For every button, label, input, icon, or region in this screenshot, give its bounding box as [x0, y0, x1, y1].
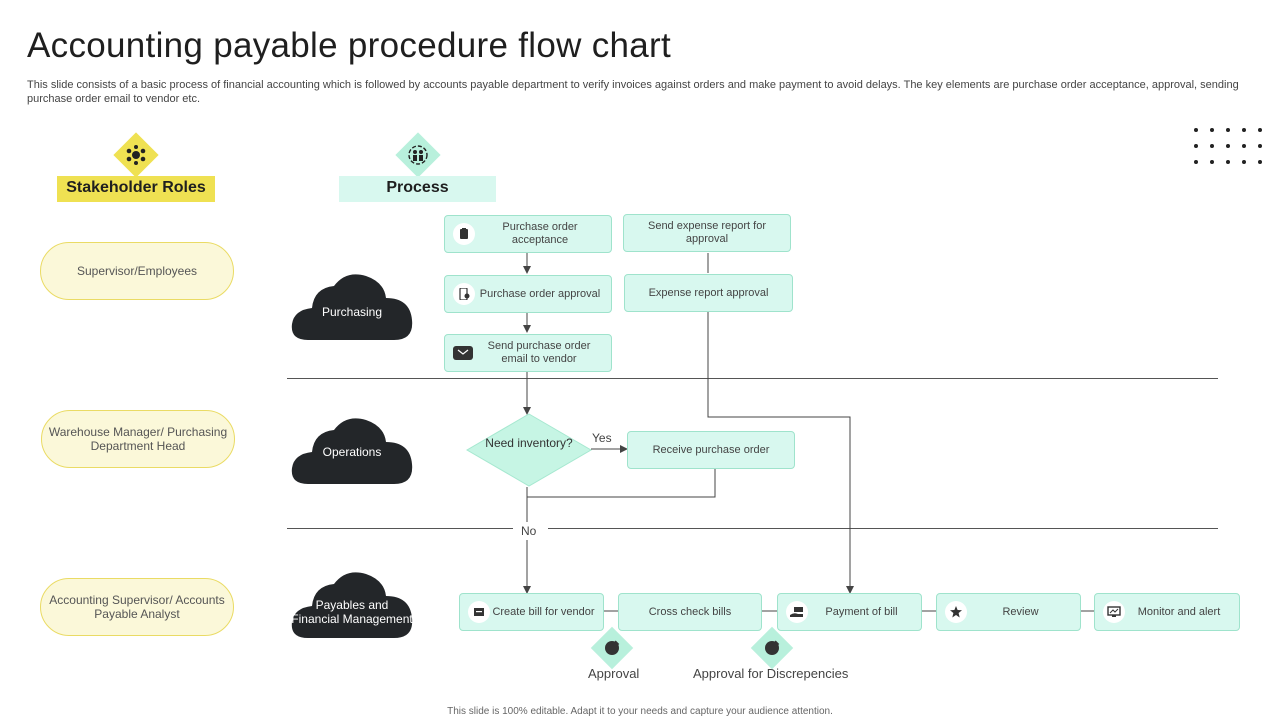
- role-accounting-supervisor: Accounting Supervisor/ Accounts Payable …: [40, 578, 234, 636]
- step-payment: Payment of bill: [777, 593, 922, 631]
- hand-money-icon: [786, 601, 808, 623]
- step-send-expense-report: Send expense report for approval: [623, 214, 791, 252]
- step-expense-approval: Expense report approval: [624, 274, 793, 312]
- step-monitor: Monitor and alert: [1094, 593, 1240, 631]
- lane-divider: [287, 528, 513, 529]
- cloud-operations: Operations: [290, 414, 414, 486]
- decision-label: Need inventory?: [485, 436, 573, 450]
- step-po-acceptance: Purchase order acceptance: [444, 215, 612, 253]
- cloud-purchasing: Purchasing: [290, 270, 414, 342]
- lane-divider: [287, 378, 1218, 379]
- step-cross-check: Cross check bills: [618, 593, 762, 631]
- process-header: Process: [339, 176, 496, 202]
- clipboard-icon: [453, 223, 475, 245]
- page-description: This slide consists of a basic process o…: [27, 79, 1239, 105]
- approval-discrepancies-label: Approval for Discrepencies: [693, 666, 849, 681]
- role-supervisor: Supervisor/Employees: [40, 242, 234, 300]
- branch-yes: Yes: [592, 431, 612, 445]
- step-send-po-email: Send purchase order email to vendor: [444, 334, 612, 372]
- monitor-icon: [1103, 601, 1125, 623]
- page-title: Accounting payable procedure flow chart: [27, 26, 672, 65]
- bill-icon: [468, 601, 490, 623]
- footer-note: This slide is 100% editable. Adapt it to…: [447, 706, 833, 717]
- decorative-dots: [1194, 128, 1264, 170]
- role-warehouse-manager: Warehouse Manager/ Purchasing Department…: [41, 410, 235, 468]
- cloud-payables: Payables and Financial Management: [290, 568, 414, 640]
- stamp-icon: [750, 626, 794, 670]
- step-po-approval: Purchase order approval: [444, 275, 612, 313]
- branch-no: No: [521, 524, 537, 538]
- email-icon: [453, 346, 473, 360]
- stakeholder-roles-header: Stakeholder Roles: [57, 176, 215, 202]
- people-cycle-icon: [395, 132, 441, 178]
- step-review: Review: [936, 593, 1081, 631]
- star-rating-icon: [945, 601, 967, 623]
- lane-divider: [548, 528, 1218, 529]
- phone-check-icon: [453, 283, 475, 305]
- team-icon: [113, 132, 159, 178]
- approval-label: Approval: [588, 666, 640, 681]
- step-create-bill: Create bill for vendor: [459, 593, 604, 631]
- stamp-icon: [590, 626, 634, 670]
- decision-need-inventory: [466, 413, 592, 487]
- step-receive-po: Receive purchase order: [627, 431, 795, 469]
